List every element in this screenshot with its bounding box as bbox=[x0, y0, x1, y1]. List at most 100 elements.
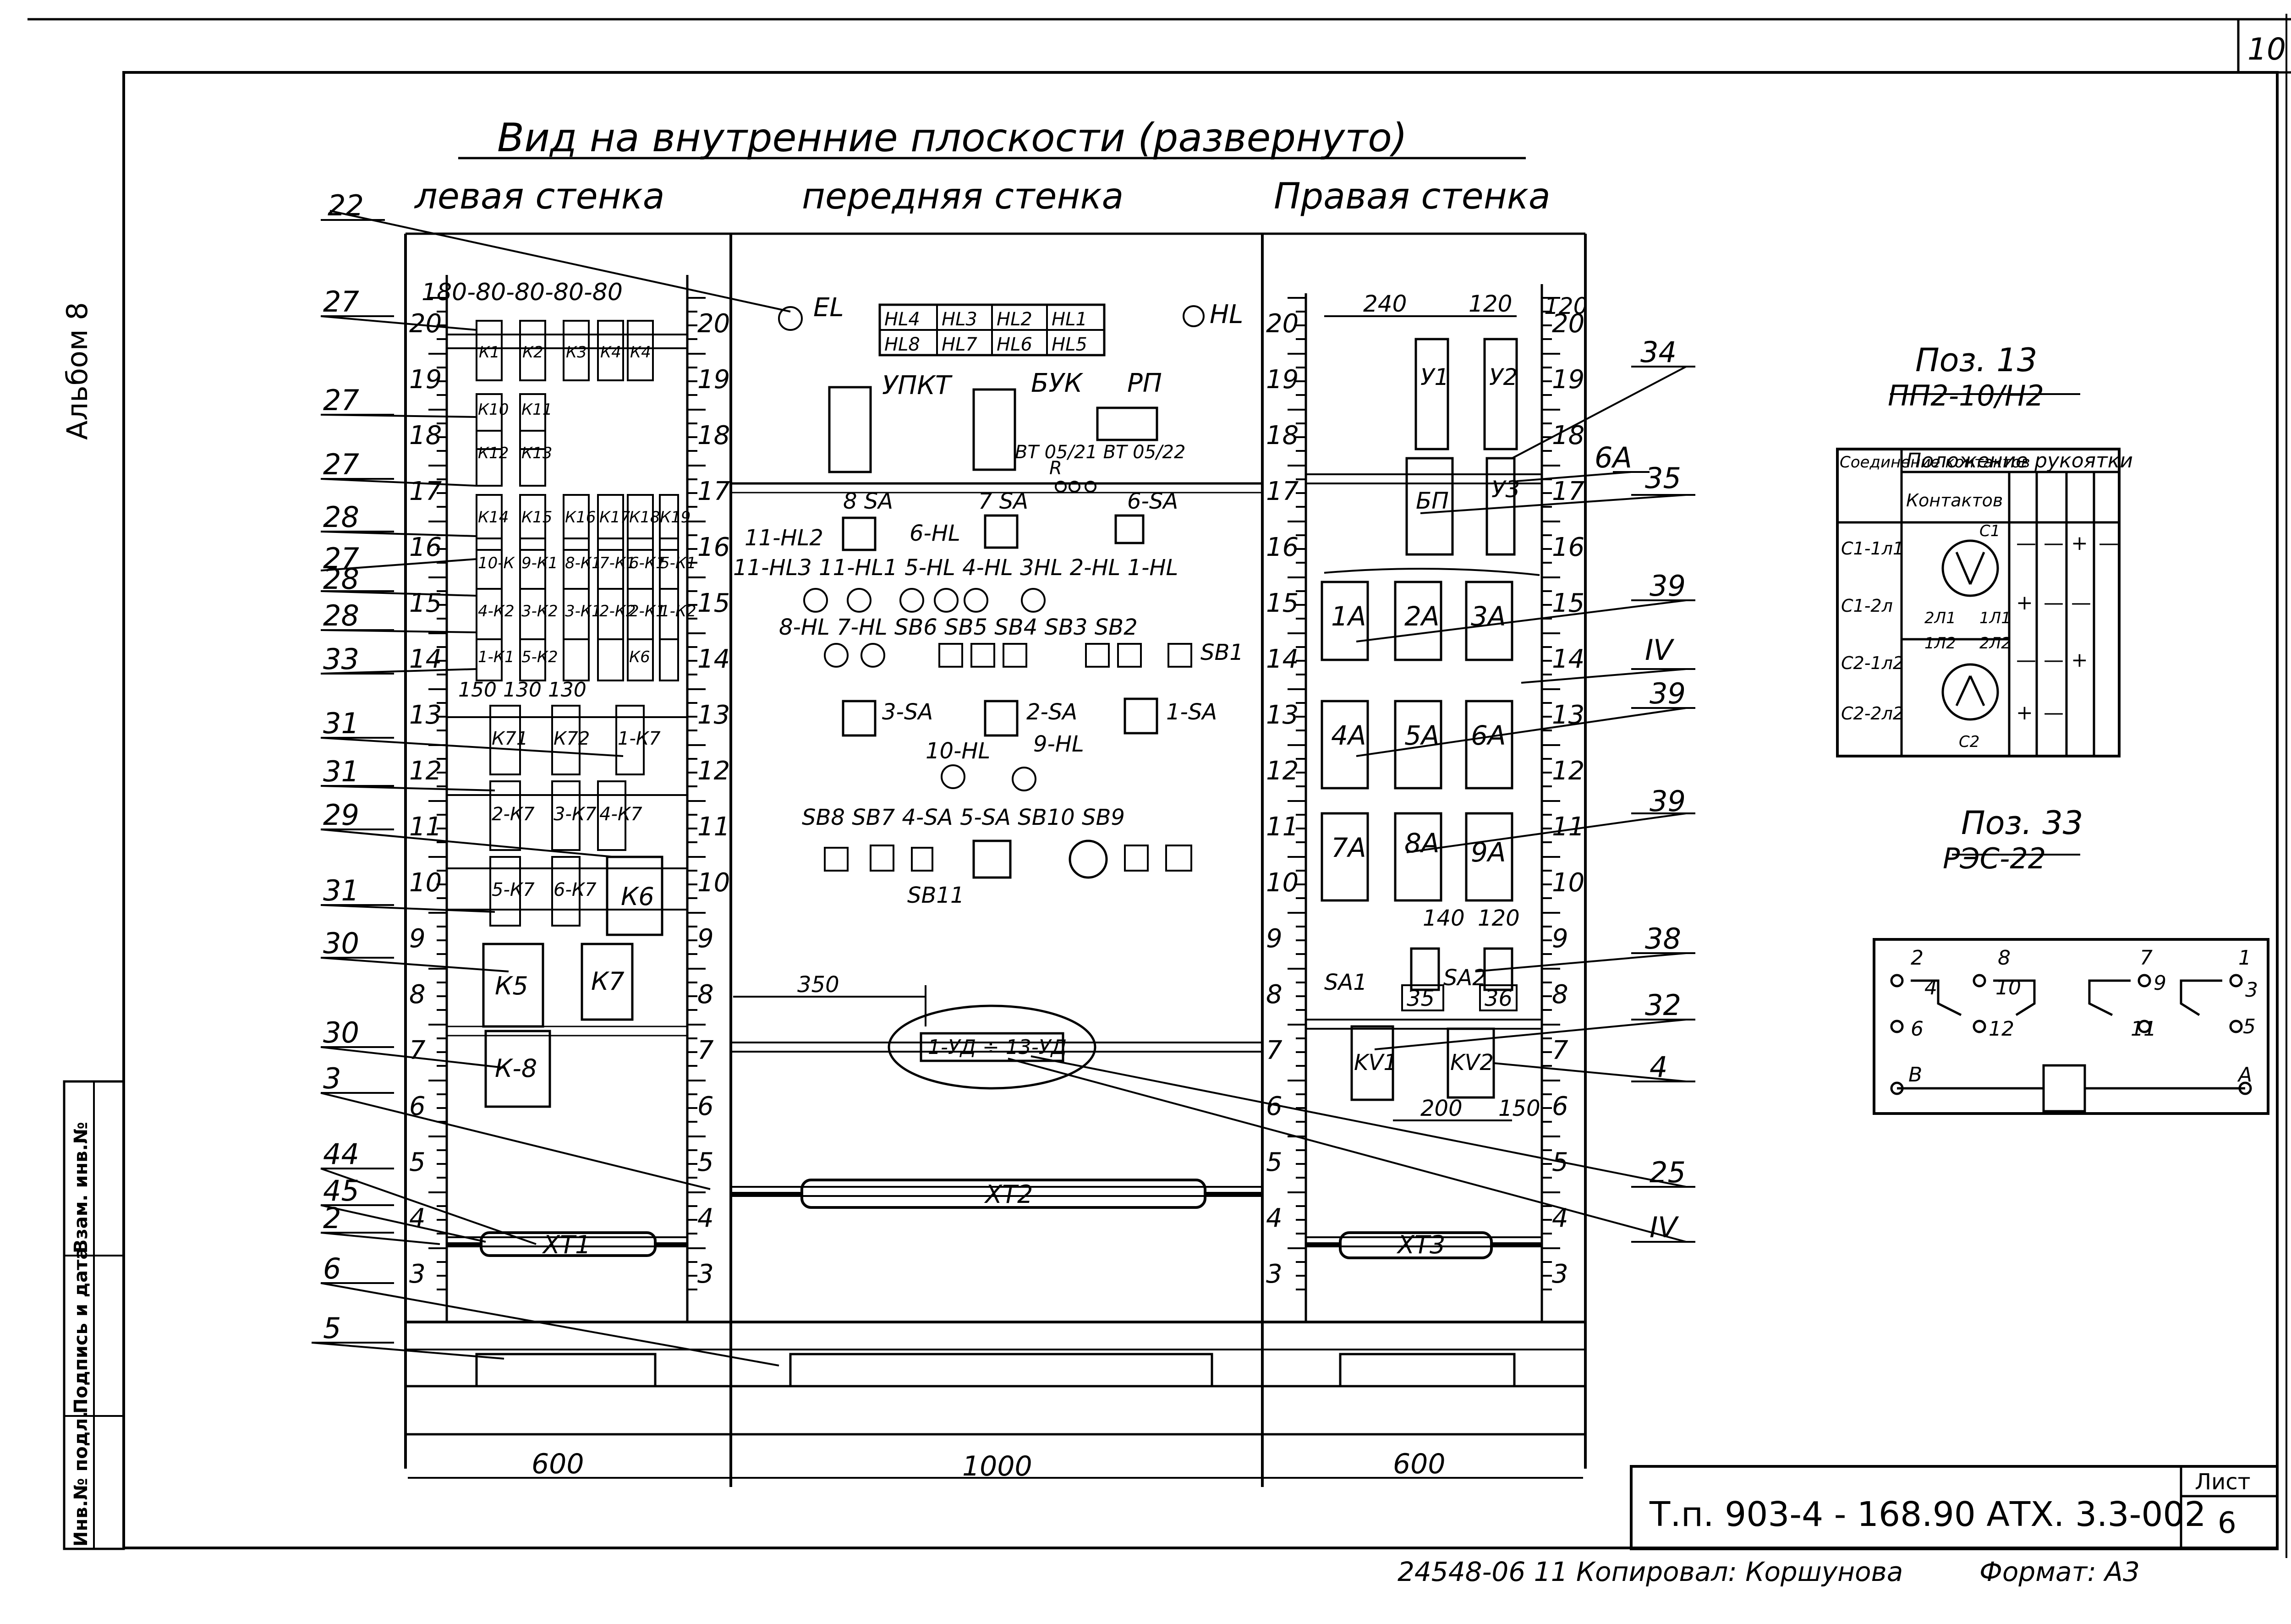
relay-k14: К14 bbox=[478, 508, 509, 527]
front-wall-devices bbox=[731, 303, 1262, 1209]
mark-r1c2: — bbox=[2044, 532, 2064, 555]
ruler-left-outer-label: 17 bbox=[409, 477, 442, 506]
ruler-right-outer-label: 9 bbox=[1552, 924, 1568, 954]
relay-2k1: 2-К1 bbox=[629, 602, 666, 620]
callout-iv-bottom: IV bbox=[1650, 1211, 1679, 1244]
ruler-left-inner-label: 6 bbox=[697, 1092, 714, 1121]
dim-1000: 1000 bbox=[962, 1450, 1032, 1482]
dim-120b: 120 bbox=[1544, 293, 1588, 319]
callout-30b: 30 bbox=[323, 1016, 359, 1049]
switch-sa1: SA1 bbox=[1324, 970, 1367, 995]
section-left-label: левая стенка bbox=[414, 176, 665, 217]
callout-30a: 30 bbox=[323, 927, 359, 960]
timer-5kt: 5-К7 bbox=[492, 879, 535, 900]
ruler-right-outer-label: 11 bbox=[1552, 812, 1584, 842]
callout-31b: 31 bbox=[323, 755, 359, 788]
relay-k16: К16 bbox=[565, 508, 596, 527]
relay-1k2: 1-К2 bbox=[660, 602, 696, 620]
stamp-sheet-label: Лист bbox=[2195, 1469, 2251, 1495]
margin-podpis: Подпись и дата bbox=[71, 1247, 92, 1414]
lamp-hl3: HL3 bbox=[942, 309, 977, 330]
el-lamp-icon bbox=[778, 306, 803, 331]
callout-iv-right: IV bbox=[1645, 633, 1675, 667]
r-label: R bbox=[1049, 458, 1062, 479]
pos33-subtitle: РЭС-22 bbox=[1943, 842, 2046, 875]
timer-2kt: 2-К7 bbox=[492, 804, 535, 825]
dim-200: 200 bbox=[1420, 1096, 1463, 1121]
lamp-hl5: HL5 bbox=[1052, 334, 1087, 355]
footer-format: Формат: А3 bbox=[1979, 1556, 2140, 1587]
block-1a: 1A bbox=[1331, 601, 1366, 632]
callout-27d: 27 bbox=[323, 542, 359, 575]
relay-k17: К17 bbox=[599, 508, 630, 527]
relay-6k1: 6-К1 bbox=[629, 554, 666, 572]
block-8a: 8A bbox=[1404, 828, 1440, 859]
relay-9k1: 9-К1 bbox=[521, 554, 558, 572]
hl9-label: 9-HL bbox=[1033, 731, 1084, 757]
dim-600-right: 600 bbox=[1393, 1448, 1446, 1480]
margin-inv-podl: Инв.№ подл. bbox=[71, 1411, 92, 1547]
block-y1: У1 bbox=[1420, 364, 1449, 390]
relay-k8: К-8 bbox=[495, 1054, 537, 1083]
dim-240: 240 bbox=[1363, 291, 1407, 317]
section-front-label: передняя стенка bbox=[802, 176, 1124, 217]
buk-label: БУК bbox=[1031, 368, 1084, 398]
switch-35: 35 bbox=[1407, 986, 1435, 1011]
ruler-left-outer-label: 8 bbox=[409, 980, 426, 1010]
pin-5: 5 bbox=[2243, 1015, 2256, 1038]
timer-3kt: 3-К7 bbox=[554, 804, 597, 825]
relay-4k2: 4-К2 bbox=[478, 602, 515, 620]
left-wall-relay-grid bbox=[447, 320, 687, 1108]
relay-k6: К6 bbox=[621, 882, 654, 911]
relay-k2: К2 bbox=[522, 343, 543, 362]
pos13-header-2: Положение рукоятки bbox=[1906, 449, 2133, 472]
xt3-label: ХТ3 bbox=[1396, 1230, 1445, 1259]
block-bp: БП bbox=[1416, 488, 1449, 514]
dim-350: 350 bbox=[797, 972, 839, 998]
timer-6kt: 6-К7 bbox=[554, 879, 597, 900]
lamp-hl6: HL6 bbox=[997, 334, 1032, 355]
relay-3k2: 3-К2 bbox=[521, 602, 558, 620]
relay-k19: К19 bbox=[660, 508, 691, 527]
lamp-hl2: HL2 bbox=[997, 309, 1032, 330]
block-4a: 4A bbox=[1331, 720, 1366, 751]
block-y3: У3 bbox=[1491, 476, 1520, 503]
relay-10k: 10-К bbox=[478, 554, 515, 572]
mark-r3c3: + bbox=[2071, 648, 2088, 672]
mark-r4c2: — bbox=[2044, 701, 2064, 724]
timer-4kt: 4-К7 bbox=[599, 804, 642, 825]
callout-22: 22 bbox=[328, 189, 364, 222]
relay-2k2: 2-К2 bbox=[599, 602, 636, 620]
callout-44: 44 bbox=[323, 1137, 359, 1171]
pin-1: 1 bbox=[2238, 946, 2251, 970]
ruler-left-inner-label: 11 bbox=[697, 812, 730, 842]
callout-28a: 28 bbox=[323, 500, 359, 534]
ruler-left-inner-label: 3 bbox=[697, 1259, 714, 1289]
ruler-right-outer-label: 7 bbox=[1552, 1036, 1568, 1065]
switch-36: 36 bbox=[1485, 986, 1513, 1011]
left-top-dims: 180-80-80-80-80 bbox=[422, 279, 623, 306]
sa3-label: 3-SA bbox=[882, 699, 933, 725]
footer-copy-info: 24548-06 11 Копировал: Коршунова bbox=[1398, 1556, 1903, 1587]
relay-k13: К13 bbox=[521, 444, 552, 462]
drawing-frame bbox=[122, 71, 2279, 1549]
leader-lines bbox=[311, 210, 1695, 1366]
ruler-right-inner-label: 4 bbox=[1266, 1203, 1283, 1233]
relay-k1: К1 bbox=[479, 343, 500, 362]
ruler-right-outer-label: 16 bbox=[1552, 532, 1584, 562]
pos33-title: Поз. 33 bbox=[1961, 804, 2083, 842]
ruler-right-outer-label: 18 bbox=[1552, 421, 1584, 450]
ruler-right-outer-label: 14 bbox=[1552, 644, 1584, 674]
pin-8: 8 bbox=[1998, 946, 2011, 970]
ruler-right-outer-label: 12 bbox=[1552, 756, 1584, 786]
mark-r3c1: — bbox=[2016, 648, 2036, 672]
ruler-left-inner-label: 17 bbox=[697, 477, 730, 506]
ruler-left-inner-label: 7 bbox=[697, 1036, 714, 1065]
bottom-row-label: SB8 SB7 4-SA 5-SA SB10 SB9 bbox=[802, 805, 1125, 830]
timer-kt1: К71 bbox=[492, 728, 528, 749]
rp-label: РП bbox=[1127, 368, 1162, 398]
sb1-label: SB1 bbox=[1200, 640, 1244, 665]
ruler-left-inner-label: 10 bbox=[697, 868, 730, 898]
relay-k7: К7 bbox=[591, 967, 625, 996]
ruler-left-inner-label: 20 bbox=[697, 309, 730, 339]
